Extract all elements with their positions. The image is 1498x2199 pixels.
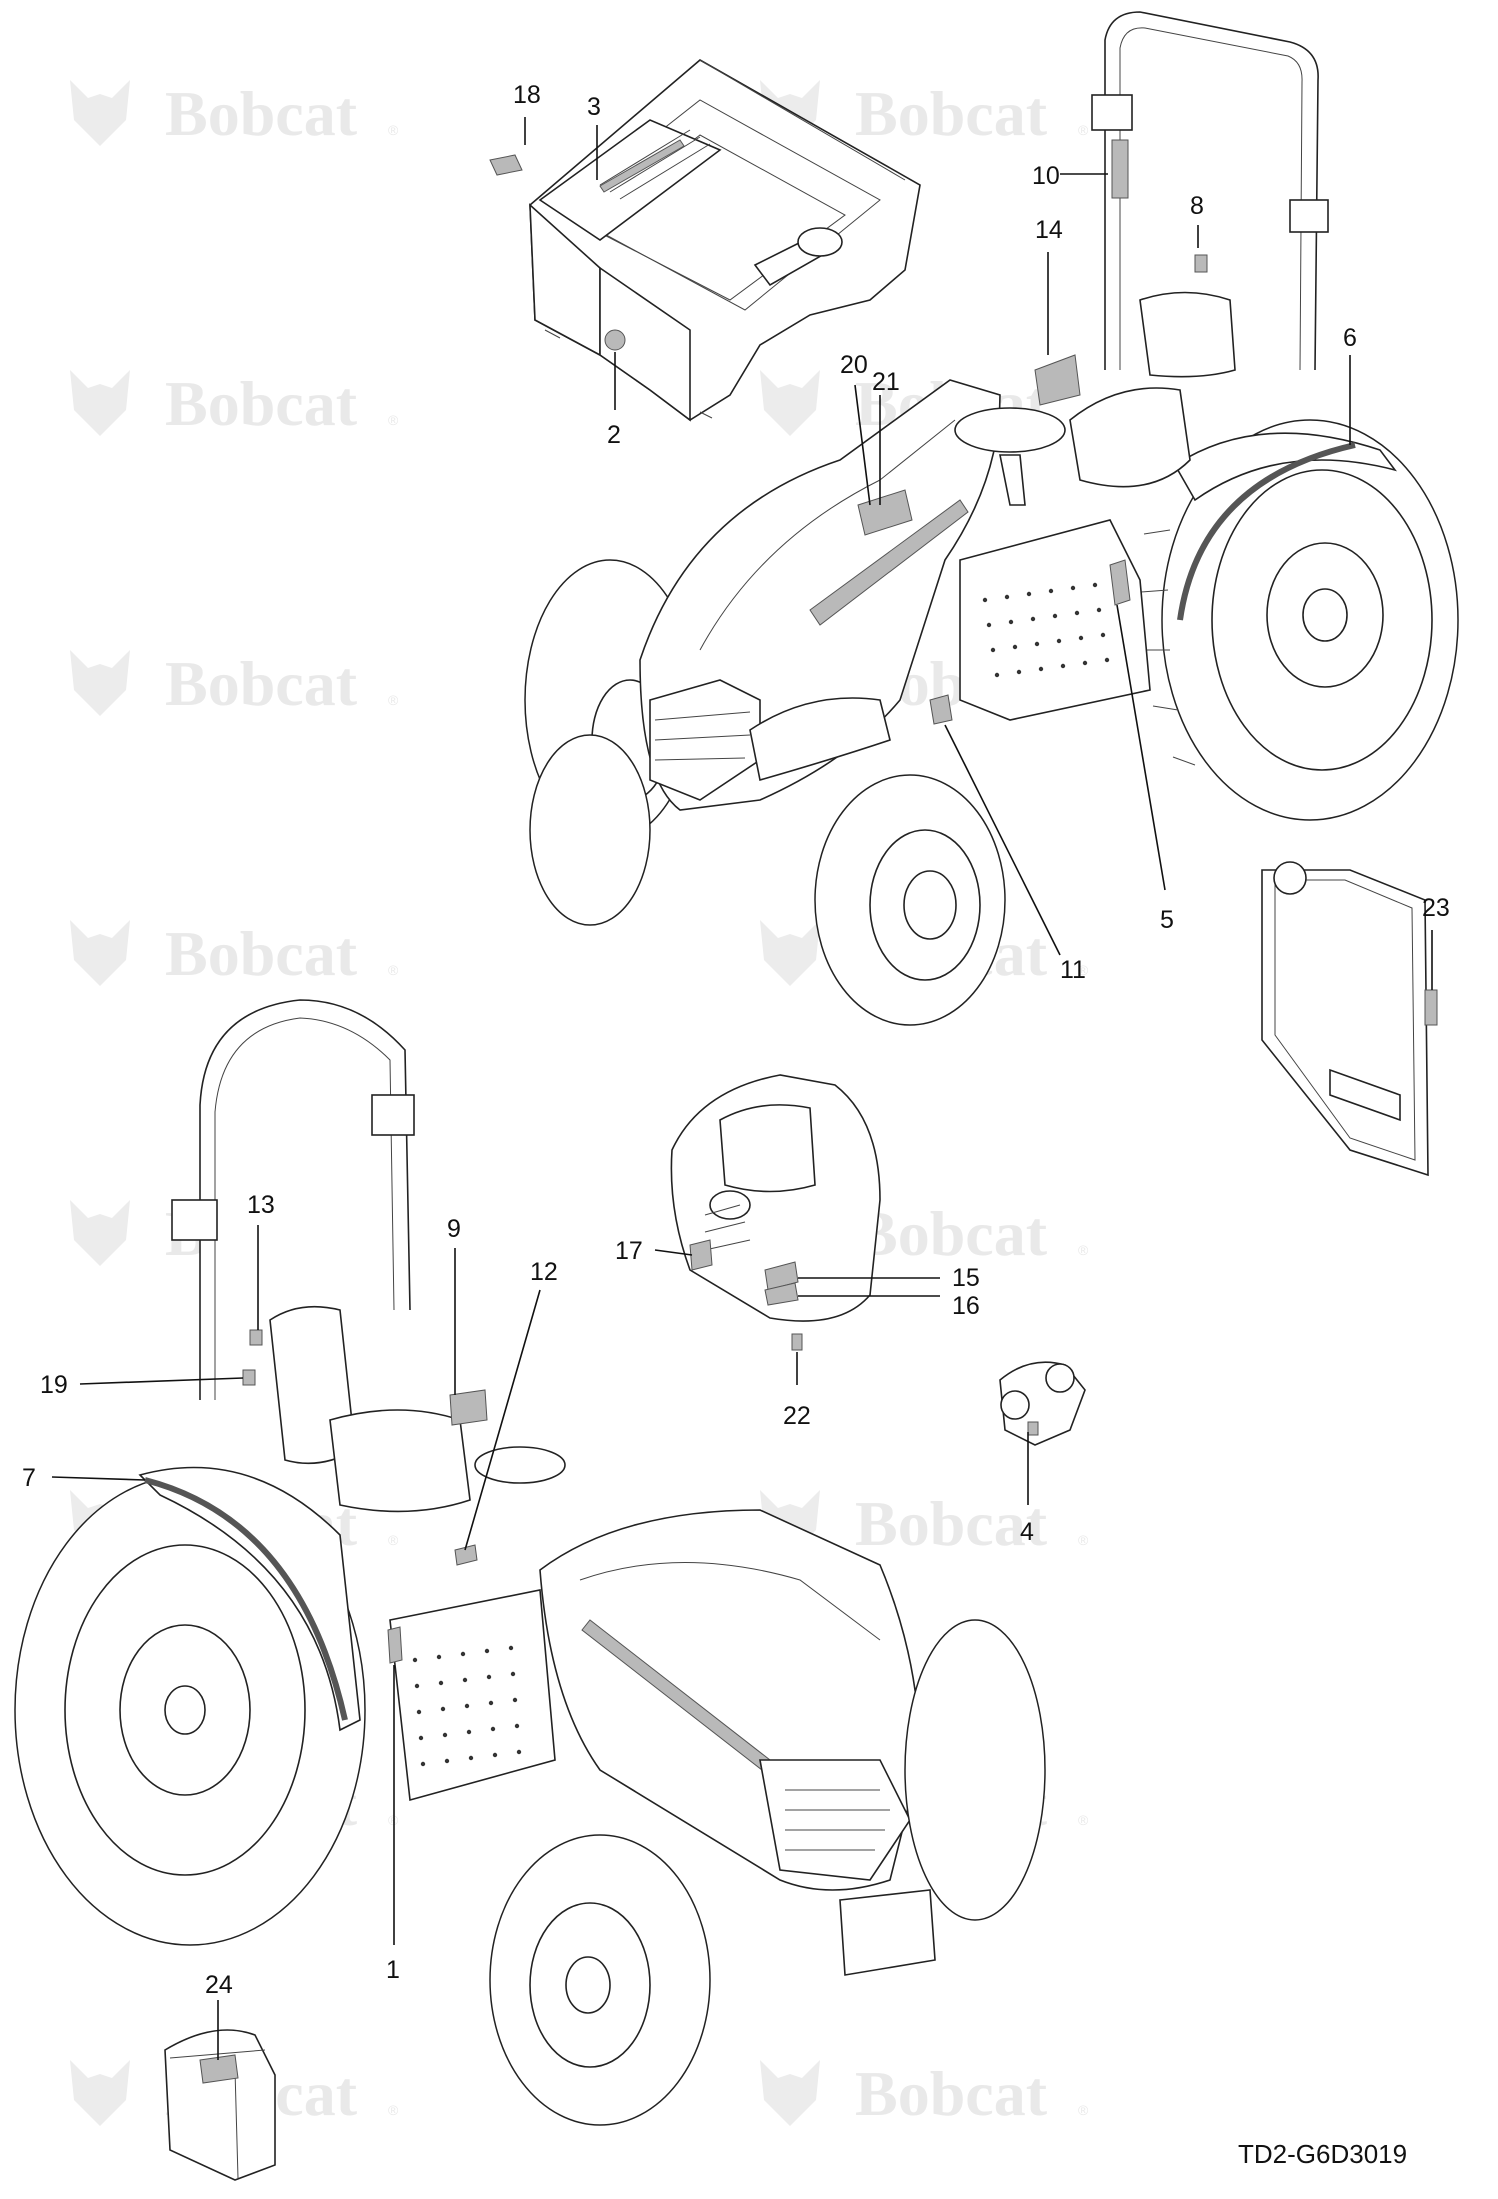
callout-5: 5: [1160, 906, 1174, 934]
svg-text:Bobcat: Bobcat: [165, 918, 358, 989]
callout-7: 7: [22, 1464, 36, 1492]
decal-13-marker: [249, 1329, 263, 1346]
callout-24: 24: [205, 1971, 233, 1999]
radiator-shroud-drawing: [1261, 861, 1438, 1177]
callout-21: 21: [872, 368, 900, 396]
bobcat-logo-icon: [70, 80, 130, 146]
decal-8-marker: [1194, 254, 1208, 273]
bobcat-logo-icon: [70, 2060, 130, 2126]
decal-15-marker: [764, 1261, 799, 1291]
bobcat-logo-icon: [70, 1200, 130, 1266]
svg-text:®: ®: [1078, 2102, 1089, 2118]
decal-3-marker: [599, 139, 685, 193]
callout-16: 16: [952, 1292, 980, 1320]
decal-7-marker: [144, 1477, 348, 1721]
svg-text:Bobcat: Bobcat: [165, 648, 358, 719]
callout-15: 15: [952, 1264, 980, 1292]
callout-19: 19: [40, 1371, 68, 1399]
svg-text:Bobcat: Bobcat: [855, 78, 1048, 149]
svg-text:®: ®: [1078, 1242, 1089, 1258]
decal-24-marker: [199, 2054, 239, 2084]
hood-stripe: [809, 499, 969, 626]
bobcat-logo-icon: [760, 370, 820, 436]
callout-labels: 18 3 2 10 8 14 20 21 6 5 11 23 13 9 12 1…: [22, 81, 1450, 1999]
decal-11-marker: [929, 694, 953, 725]
svg-text:Bobcat: Bobcat: [855, 2058, 1048, 2129]
instrument-panel-drawing: [670, 1074, 881, 1351]
bobcat-watermark: Bobcat ®: [760, 2058, 1089, 2129]
decal-5-marker: [1109, 559, 1131, 606]
bobcat-logo-icon: [70, 370, 130, 436]
callout-12: 12: [530, 1258, 558, 1286]
svg-text:®: ®: [1078, 1532, 1089, 1548]
callout-3: 3: [587, 93, 601, 121]
decal-20-21-marker: [857, 489, 913, 536]
decal-14-marker: [1034, 354, 1081, 406]
callout-2: 2: [607, 421, 621, 449]
decal-16-marker: [764, 1282, 799, 1306]
decal-12-marker: [454, 1544, 478, 1566]
decal-23-marker: [1424, 989, 1438, 1026]
tractor-top-drawing: [524, 11, 1459, 1026]
drawing-id: TD2-G6D3019: [1238, 2139, 1407, 2169]
bobcat-watermark: Bobcat ®: [70, 918, 399, 989]
bobcat-watermark: Bobcat ®: [70, 648, 399, 719]
cover-drawing: [164, 2029, 276, 2181]
callout-17: 17: [615, 1237, 643, 1265]
callout-4: 4: [1020, 1518, 1034, 1546]
bobcat-watermark: Bobcat ®: [70, 78, 399, 149]
decal-9-marker: [449, 1389, 488, 1426]
svg-text:®: ®: [388, 692, 399, 708]
svg-text:Bobcat: Bobcat: [855, 1488, 1048, 1559]
decal-17-marker: [689, 1239, 713, 1271]
svg-text:®: ®: [388, 1532, 399, 1548]
decal-18-marker: [489, 154, 523, 176]
decal-10-marker: [1111, 139, 1129, 199]
svg-text:®: ®: [1078, 122, 1089, 138]
platform-holes: [412, 1645, 522, 1767]
callout-11: 11: [1060, 956, 1086, 984]
svg-text:Bobcat: Bobcat: [165, 368, 358, 439]
svg-text:Bobcat: Bobcat: [165, 78, 358, 149]
callout-6: 6: [1343, 324, 1357, 352]
decal-19-marker: [242, 1369, 256, 1386]
callout-18: 18: [513, 81, 541, 109]
svg-text:®: ®: [388, 412, 399, 428]
svg-text:®: ®: [388, 122, 399, 138]
bobcat-logo-icon: [70, 650, 130, 716]
valve-drawing: [999, 1361, 1086, 1446]
platform-holes: [982, 582, 1110, 678]
svg-text:®: ®: [388, 2102, 399, 2118]
svg-text:Bobcat: Bobcat: [855, 1198, 1048, 1269]
decal-6-marker: [1177, 442, 1356, 621]
decal-1-marker: [387, 1626, 403, 1664]
callout-8: 8: [1190, 192, 1204, 220]
bobcat-watermark: Bobcat ®: [70, 368, 399, 439]
decal-22-marker: [791, 1333, 803, 1351]
operator-platform-drawing: [489, 59, 921, 422]
callout-22: 22: [783, 1402, 811, 1430]
callout-9: 9: [447, 1215, 461, 1243]
callout-13: 13: [247, 1191, 275, 1219]
decal-2-marker: [604, 329, 626, 351]
bobcat-logo-icon: [70, 920, 130, 986]
callout-1: 1: [386, 1956, 400, 1984]
bobcat-logo-icon: [760, 920, 820, 986]
leader-lines: [51, 117, 1433, 2060]
bobcat-logo-icon: [760, 2060, 820, 2126]
callout-10: 10: [1032, 162, 1060, 190]
svg-text:®: ®: [1078, 962, 1089, 978]
callout-14: 14: [1035, 216, 1063, 244]
decal-4-marker: [1027, 1421, 1039, 1436]
svg-text:®: ®: [1078, 1812, 1089, 1828]
svg-text:®: ®: [388, 962, 399, 978]
callout-20: 20: [840, 351, 868, 379]
callout-23: 23: [1422, 894, 1450, 922]
tractor-bottom-drawing: [14, 999, 1046, 2126]
